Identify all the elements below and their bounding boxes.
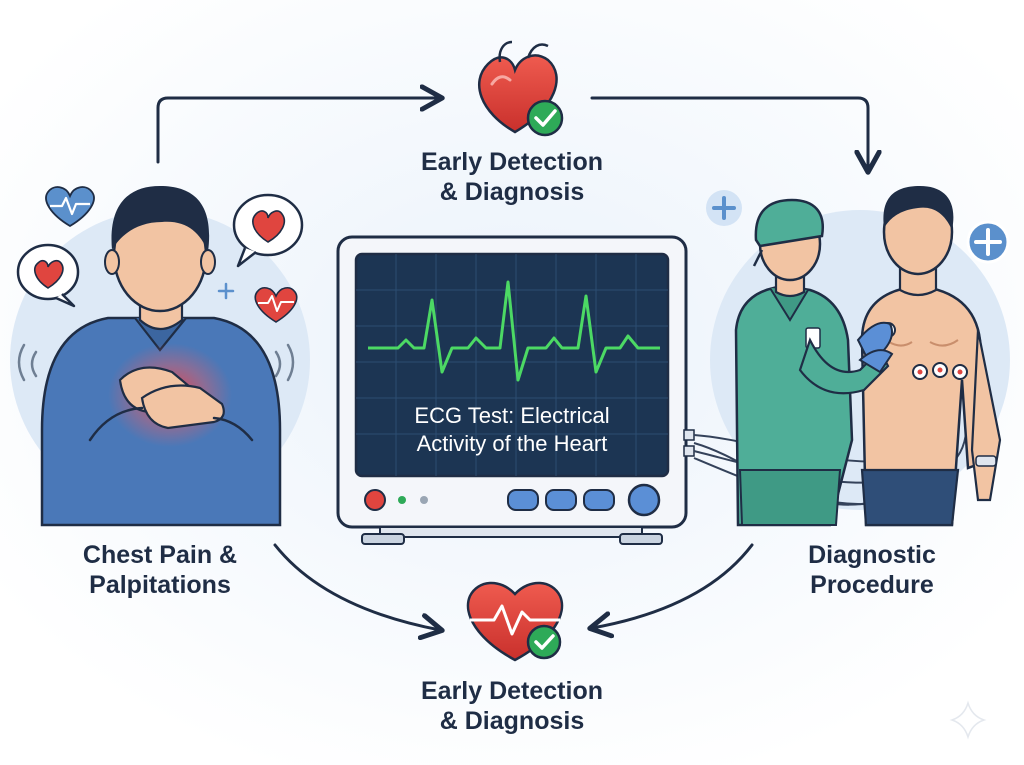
ecg-monitor-illustration [336, 235, 695, 545]
speech-bubble-heart-icon [232, 193, 304, 268]
medical-plus-icon [706, 190, 742, 226]
speech-bubble-heart-icon [16, 243, 80, 308]
pulse-heart-icon [45, 186, 95, 228]
plus-icon [217, 282, 235, 300]
monitor-caption-line2: Activity of the Heart [416, 431, 608, 456]
medical-plus-icon [966, 220, 1010, 264]
arrow-top-to-right [590, 96, 868, 170]
step-label-bottom: Early Detection & Diagnosis [392, 676, 632, 736]
monitor-caption: ECG Test: Electrical Activity of the Hea… [362, 402, 662, 458]
arrow-left-to-top [156, 98, 440, 164]
step-label-left: Chest Pain & Palpitations [40, 540, 280, 600]
heart-check-icon [478, 40, 564, 137]
heart-pulse-check-icon [466, 581, 564, 662]
step-label-top-line2: & Diagnosis [439, 178, 585, 206]
arrow-left-to-bottom [273, 543, 440, 630]
ecg-procedure-illustration [706, 186, 1010, 527]
step-label-right-line1: Diagnostic [808, 541, 936, 569]
chest-pain-patient-illustration [16, 186, 304, 527]
step-label-right: Diagnostic Procedure [752, 540, 992, 600]
monitor-caption-line1: ECG Test: Electrical [414, 403, 610, 428]
step-label-top-line1: Early Detection [420, 148, 603, 176]
ecg-waveform [368, 280, 660, 382]
arrow-right-to-bottom [592, 543, 754, 628]
step-label-bottom-line2: & Diagnosis [439, 707, 585, 735]
step-label-left-line2: Palpitations [89, 571, 231, 599]
step-label-bottom-line1: Early Detection [420, 677, 603, 705]
pulse-heart-icon [254, 287, 298, 323]
flow-arrows [156, 96, 868, 630]
sparkle-icon [949, 700, 987, 740]
step-label-left-line1: Chest Pain & [82, 541, 238, 569]
step-label-top: Early Detection & Diagnosis [392, 147, 632, 207]
shake-lines [17, 343, 295, 382]
step-label-right-line2: Procedure [810, 571, 934, 599]
